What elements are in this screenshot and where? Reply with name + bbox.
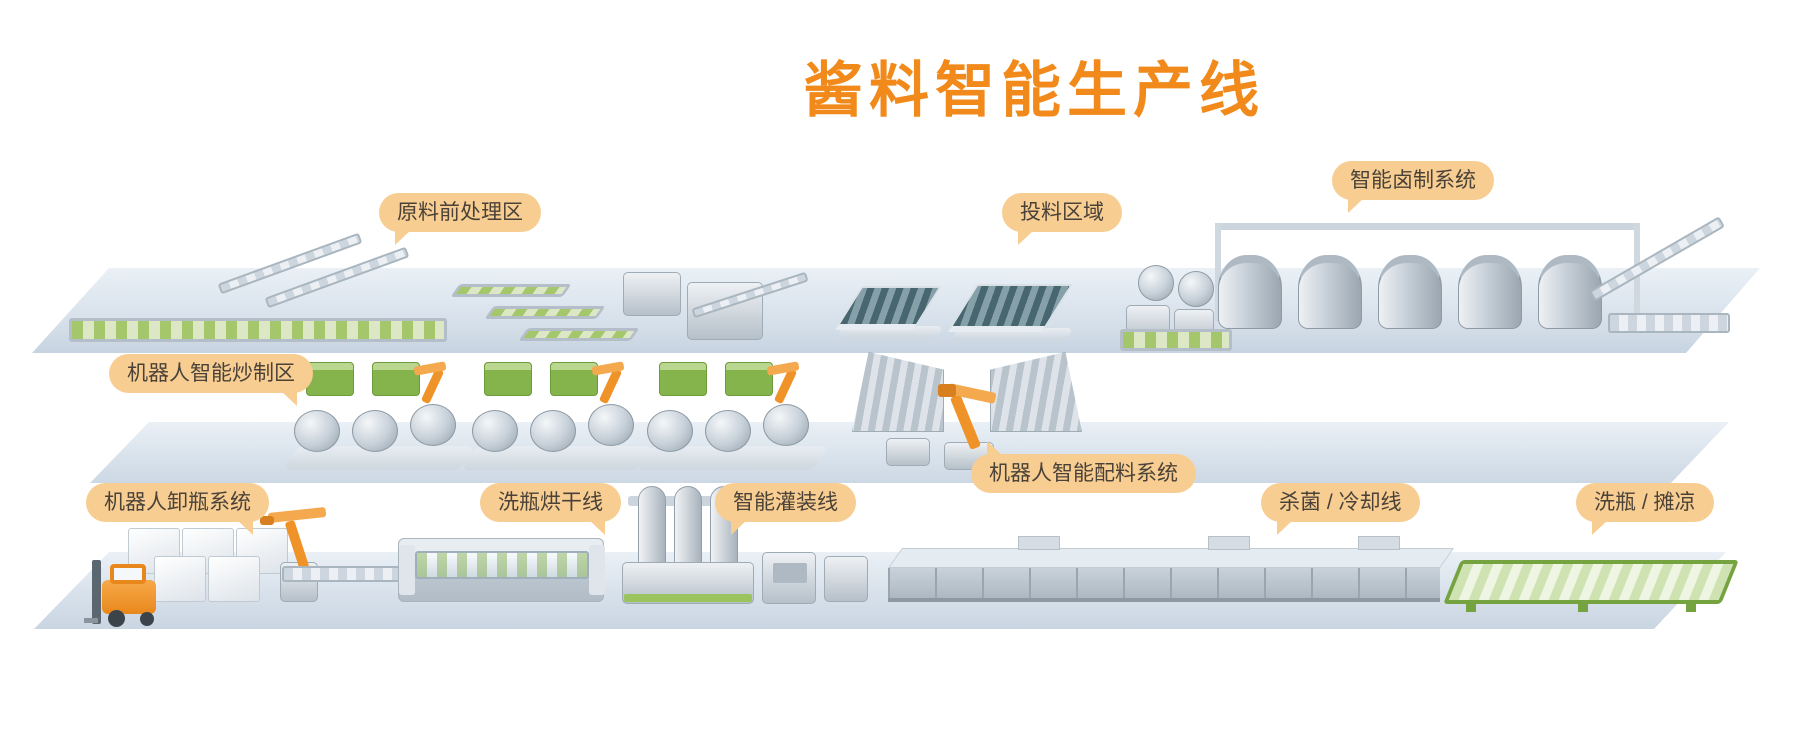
rack-panel [990,352,1082,432]
ingredient-hopper [306,362,354,396]
conveyor-leg [1686,604,1696,612]
sorting-belt [518,328,640,341]
filler-tank [638,486,666,566]
frying-wok [410,404,456,446]
filler-tank [674,486,702,566]
frying-wok [647,410,693,452]
work-table [886,438,930,466]
callout-batching-label: 机器人智能配料系统 [989,462,1178,485]
frying-wok [294,410,340,452]
callout-unloading: 机器人卸瓶系统 [86,483,269,535]
tunnel-vent [1358,536,1400,550]
ingredient-hopper [659,362,707,396]
frying-station [635,360,829,472]
frying-wok [705,410,751,452]
washer-endcap [589,545,605,595]
washer-window [415,551,589,579]
page-title: 酱料智能生产线 [803,57,1265,124]
marinating-tank [1298,255,1362,329]
callout-filling-label: 智能灌装线 [733,491,838,514]
frying-station [460,360,654,472]
callout-cooling: 洗瓶 / 摊凉 [1576,483,1714,535]
marinating-tank [1218,255,1282,329]
robot-gripper [260,516,274,525]
washer-endcap [399,545,415,595]
callout-filling: 智能灌装线 [715,483,856,535]
frying-wok [530,410,576,452]
callout-pretreatment: 原料前处理区 [379,193,541,245]
infeed-belt-conveyor [69,318,447,342]
callout-pretreatment-label: 原料前处理区 [397,201,523,224]
capping-machine [762,552,816,604]
sterilization-tunnel [878,536,1455,608]
ingredient-hopper [550,362,598,396]
washing-drying-machine [398,538,605,602]
outfeed-belt [1120,329,1232,351]
crate [154,556,206,602]
frying-wok [763,404,809,446]
conveyor-leg [1578,604,1588,612]
robot-gripper [938,384,956,397]
callout-frying: 机器人智能炒制区 [109,354,313,406]
callout-washing-drying-label: 洗瓶烘干线 [498,491,603,514]
rack-panel [852,352,944,432]
bottle-conveyor [282,566,400,582]
filler-green-skirt [624,594,752,602]
marinating-system [1120,213,1732,357]
labeling-machine [824,556,868,602]
ingredient-hopper [484,362,532,396]
callout-washing-drying: 洗瓶烘干线 [480,483,621,535]
marinating-tank [1458,255,1522,329]
filling-machine [622,486,754,604]
callout-feeding-label: 投料区域 [1020,201,1104,224]
callout-feeding: 投料区域 [1002,193,1122,245]
forklift-body [102,580,156,614]
tunnel-front [888,568,1440,602]
forklift-fork [84,618,98,623]
sorting-belt [450,284,572,297]
kettle [1138,265,1174,301]
callout-marinating-label: 智能卤制系统 [1350,169,1476,192]
ingredient-hopper [725,362,773,396]
callout-sterilization-label: 杀菌 / 冷却线 [1279,491,1402,514]
conveyor-leg [1466,604,1476,612]
washer-hopper [623,272,681,316]
forklift-wheel [140,612,154,626]
discharge-conveyor [1608,313,1730,333]
forklift-cab [110,564,146,584]
tunnel-top [888,548,1455,568]
callout-batching: 机器人智能配料系统 [971,441,1196,493]
crate [208,556,260,602]
robot-arm [267,506,327,524]
callout-sterilization: 杀菌 / 冷却线 [1261,483,1420,535]
callout-cooling-label: 洗瓶 / 摊凉 [1594,491,1696,514]
rail-post [1215,223,1221,321]
forklift-mast [92,560,101,624]
sorting-belt [484,306,606,319]
tunnel-vent [1018,536,1060,550]
frying-wok [588,404,634,446]
tunnel-vent [1208,536,1250,550]
frying-wok [352,410,398,452]
callout-unloading-label: 机器人卸瓶系统 [104,491,251,514]
callout-marinating: 智能卤制系统 [1332,161,1494,213]
overhead-rail [1215,223,1640,230]
kettle [1178,271,1214,307]
ingredient-hopper [372,362,420,396]
marinating-tank [1378,255,1442,329]
capping-window [773,563,807,583]
frying-station [282,360,476,472]
callout-frying-label: 机器人智能炒制区 [127,362,295,385]
frying-wok [472,410,518,452]
conveyor-frame [1443,560,1739,604]
forklift-wheel [108,610,125,627]
cooling-conveyor [1443,560,1739,612]
